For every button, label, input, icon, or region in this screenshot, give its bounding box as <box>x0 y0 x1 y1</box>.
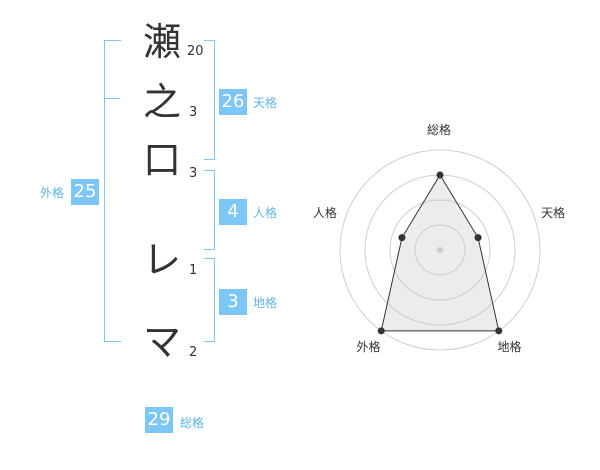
name-char-5: マ <box>142 320 181 364</box>
jinkaku-label: 人格 <box>253 206 278 220</box>
stroke-count-2: 3 <box>189 105 198 120</box>
name-char-4: レ <box>142 238 181 282</box>
radar-point-2 <box>474 234 482 242</box>
soukaku-label: 総格 <box>180 416 205 430</box>
radar-center-dot <box>437 247 443 253</box>
tenkaku-bracket <box>204 40 215 160</box>
gaikaku-bracket-tick <box>104 98 120 99</box>
soukaku-value-box: 29 <box>145 407 173 433</box>
radar-point-5 <box>398 234 406 242</box>
tenkaku-value-box: 26 <box>219 89 247 115</box>
name-char-3: 口 <box>142 138 181 182</box>
jinkaku-value-box: 4 <box>219 199 247 225</box>
name-char-2: 之 <box>142 80 181 124</box>
stroke-count-1: 20 <box>187 44 204 59</box>
tenkaku-label: 天格 <box>253 96 278 110</box>
chikaku-bracket <box>204 258 215 342</box>
gaikaku-value-box: 25 <box>71 179 99 205</box>
radar-axis-label-1: 総格 <box>427 123 452 137</box>
radar-axis-label-5: 人格 <box>312 205 337 220</box>
chikaku-label: 地格 <box>253 296 278 310</box>
radar-point-4 <box>377 327 385 335</box>
radar-axis-label-3: 地格 <box>497 340 522 355</box>
radar-axis-label-2: 天格 <box>541 205 566 220</box>
stroke-count-4: 1 <box>189 263 198 278</box>
gaikaku-label: 外格 <box>40 186 65 200</box>
radar-axis-label-4: 外格 <box>356 340 381 355</box>
name-char-1: 瀬 <box>142 20 181 64</box>
chikaku-value-box: 3 <box>219 289 247 315</box>
radar-point-1 <box>436 171 444 179</box>
gaikaku-bracket <box>104 40 121 342</box>
stroke-count-5: 2 <box>189 345 198 360</box>
radar-point-3 <box>495 327 503 335</box>
jinkaku-bracket <box>204 170 215 250</box>
stroke-count-3: 3 <box>189 166 198 181</box>
